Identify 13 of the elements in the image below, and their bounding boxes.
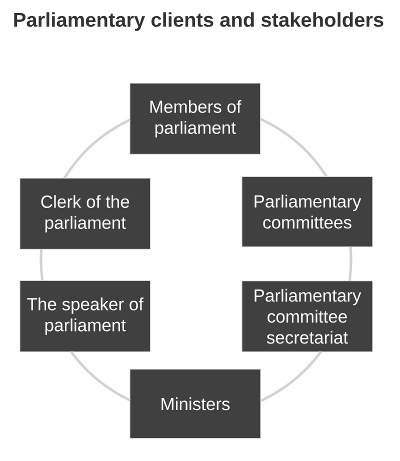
connector-arc: [348, 246, 352, 282]
stakeholder-box: Parliamentary committees: [242, 176, 373, 247]
connector-arc: [40, 249, 44, 281]
connector-arc: [63, 118, 131, 179]
stakeholder-box: The speaker of parliament: [20, 280, 151, 352]
stakeholder-box: Ministers: [130, 369, 261, 439]
stakeholder-box: Parliamentary committee secretariat: [242, 280, 373, 352]
title: Parliamentary clients and stakeholders: [14, 12, 384, 31]
connector-arc: [260, 118, 328, 178]
stakeholder-box: Clerk of the parliament: [20, 178, 151, 250]
stakeholder-box: Members of parliament: [130, 83, 261, 154]
connector-arc: [70, 350, 131, 402]
connector-arc: [260, 350, 322, 402]
